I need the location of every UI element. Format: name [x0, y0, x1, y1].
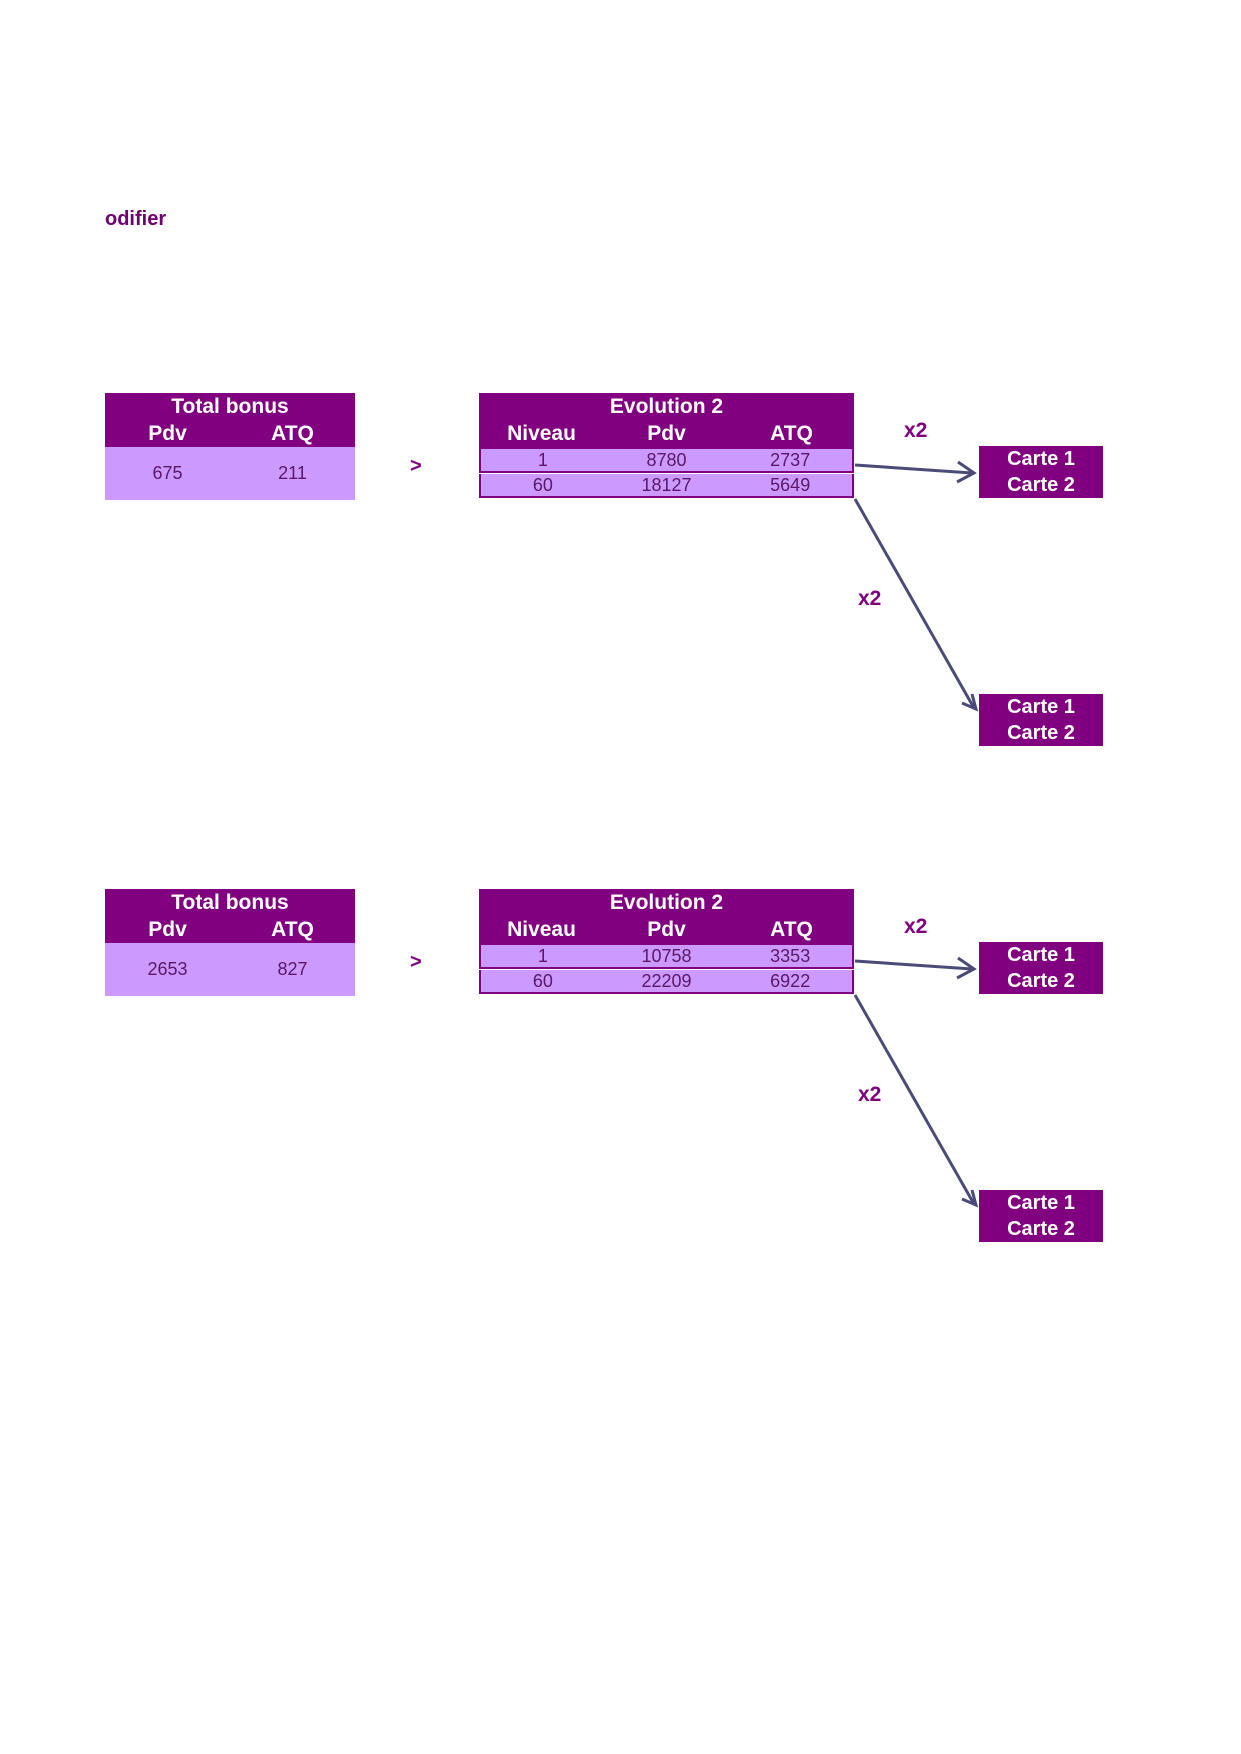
card-label: Carte 1 — [1007, 448, 1075, 470]
bonus-title: Total bonus — [171, 395, 289, 418]
card-label: Carte 2 — [1007, 1218, 1075, 1240]
arrow-symbol: > — [410, 455, 422, 477]
arrow-to-top-cards — [854, 463, 973, 475]
table-row: 60 22209 6922 — [479, 970, 854, 994]
pdv-cell: 10758 — [641, 946, 692, 966]
card-label: Carte 1 — [1007, 944, 1075, 966]
arrow-to-top-cards — [854, 959, 973, 971]
card-label: Carte 2 — [1007, 970, 1075, 992]
pdv-cell: 22209 — [641, 971, 692, 991]
multiplier-top: x2 — [904, 915, 928, 938]
atq-cell: 2737 — [770, 450, 811, 470]
card-label: Carte 2 — [1007, 722, 1075, 744]
arrow-head-bottom — [961, 693, 979, 712]
evolution-block-2: Total bonus Pdv ATQ 2653 827 > Evolution… — [0, 889, 1241, 1309]
pdv-cell: 8780 — [646, 450, 687, 470]
bonus-pdv-value: 675 — [152, 463, 183, 483]
bonus-title: Total bonus — [171, 891, 289, 914]
cards-box-bottom: Carte 1 Carte 2 — [979, 1190, 1103, 1242]
niveau-cell: 1 — [537, 450, 548, 470]
evo-col-atq: ATQ — [770, 422, 813, 445]
multiplier-bottom: x2 — [858, 1083, 882, 1106]
cards-box-top: Carte 1 Carte 2 — [979, 942, 1103, 994]
atq-cell: 5649 — [770, 475, 811, 495]
evolution-block-1: Total bonus Pdv ATQ 675 211 > Evolution … — [0, 393, 1241, 813]
multiplier-top: x2 — [904, 419, 928, 442]
total-bonus-table: Total bonus Pdv ATQ 675 211 — [105, 393, 355, 500]
arrow-symbol: > — [410, 951, 422, 973]
evo-col-niveau: Niveau — [507, 422, 576, 445]
arrow-head-bottom — [961, 1189, 979, 1208]
evo-col-pdv: Pdv — [647, 422, 686, 445]
evolution-title: Evolution 2 — [609, 891, 724, 914]
table-row: 60 18127 5649 — [479, 474, 854, 498]
arrow-to-bottom-cards — [853, 498, 976, 709]
evolution-title: Evolution 2 — [609, 395, 724, 418]
total-bonus-table: Total bonus Pdv ATQ 2653 827 — [105, 889, 355, 996]
bonus-values: 2653 827 — [105, 943, 355, 996]
bonus-col-atq: ATQ — [271, 918, 314, 941]
multiplier-bottom: x2 — [858, 587, 882, 610]
evo-col-pdv: Pdv — [647, 918, 686, 941]
card-label: Carte 1 — [1007, 696, 1075, 718]
niveau-cell: 60 — [532, 475, 553, 495]
evolution-table: Evolution 2 Niveau Pdv ATQ 1 10758 3353 … — [479, 889, 854, 994]
bonus-col-pdv: Pdv — [148, 918, 187, 941]
niveau-cell: 60 — [532, 971, 553, 991]
pdv-cell: 18127 — [641, 475, 692, 495]
table-row: 1 10758 3353 — [479, 943, 854, 969]
evo-col-atq: ATQ — [770, 918, 813, 941]
cards-box-bottom: Carte 1 Carte 2 — [979, 694, 1103, 746]
bonus-pdv-value: 2653 — [147, 959, 188, 979]
arrow-head-top — [956, 956, 977, 980]
bonus-col-atq: ATQ — [271, 422, 314, 445]
bonus-values: 675 211 — [105, 447, 355, 500]
bonus-col-pdv: Pdv — [148, 422, 187, 445]
page-title: odifier — [105, 208, 167, 230]
arrow-to-bottom-cards — [853, 994, 976, 1205]
evo-col-niveau: Niveau — [507, 918, 576, 941]
cards-box-top: Carte 1 Carte 2 — [979, 446, 1103, 498]
atq-cell: 3353 — [770, 946, 811, 966]
niveau-cell: 1 — [537, 946, 548, 966]
bonus-atq-value: 211 — [278, 463, 307, 483]
evolution-table: Evolution 2 Niveau Pdv ATQ 1 8780 2737 6… — [479, 393, 854, 498]
connector-arrows — [853, 956, 979, 1208]
bonus-atq-value: 827 — [277, 959, 308, 979]
atq-cell: 6922 — [770, 971, 811, 991]
connector-arrows — [853, 460, 979, 712]
table-row: 1 8780 2737 — [479, 447, 854, 473]
arrow-head-top — [956, 460, 977, 484]
card-label: Carte 1 — [1007, 1192, 1075, 1214]
card-label: Carte 2 — [1007, 474, 1075, 496]
